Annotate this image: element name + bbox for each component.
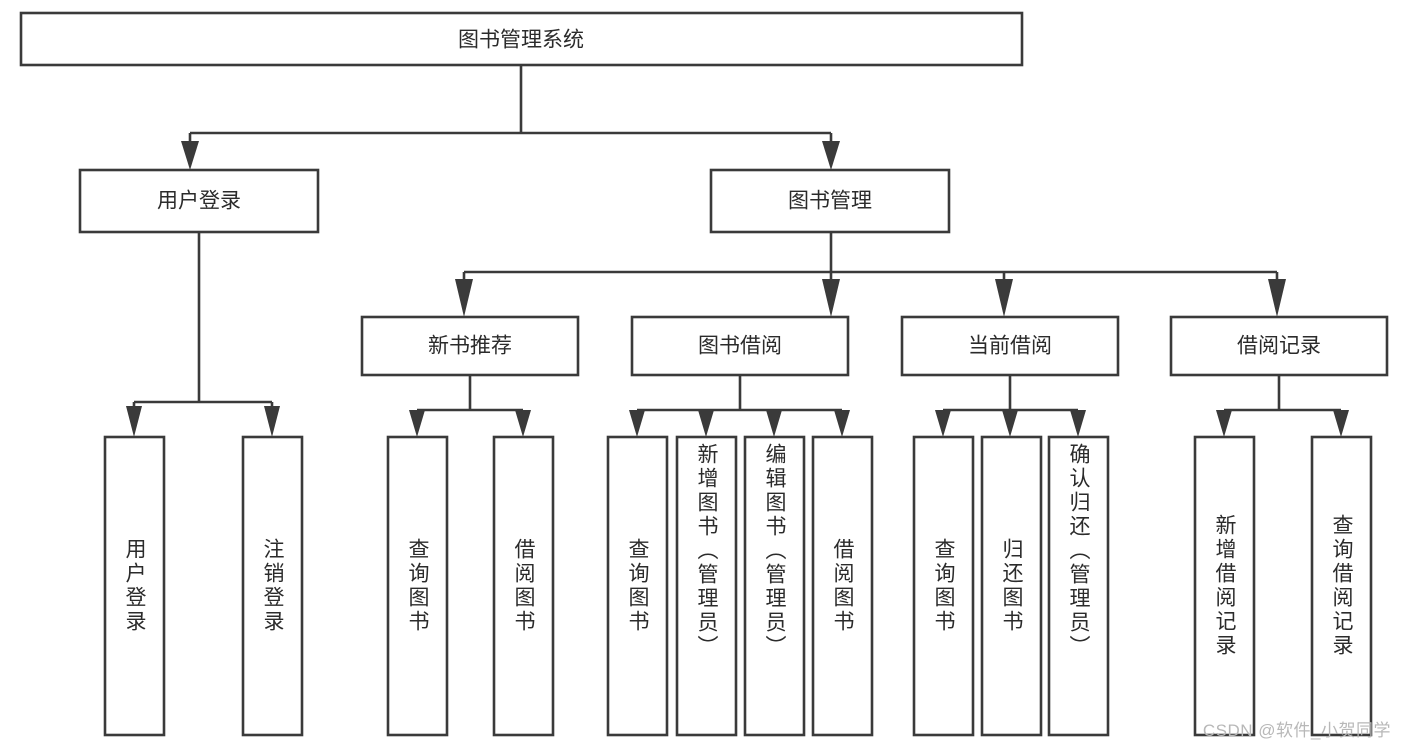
node-label: 当前借阅 [968,335,1052,358]
node-box-shape [19,11,1024,67]
node-box-shape [900,315,1120,377]
arrow-head-icon [822,279,840,317]
arrow-head-icon [515,410,531,437]
node-box-shape [241,435,304,737]
arrow-head-icon [1070,410,1086,437]
connector-bookmgmt-to-level3 [455,232,1286,317]
node-leaf-edit-book[interactable] [743,435,806,737]
arrow-head-icon [766,410,782,437]
arrow-head-icon [995,279,1013,317]
connector-currentborrow-to-leaves [935,375,1086,437]
node-box-shape [386,435,449,737]
node-box-shape [675,435,738,737]
node-book-management[interactable]: 图书管理 [709,168,951,234]
arrow-head-icon [455,279,473,317]
node-box-shape [606,435,669,737]
node-book-borrow[interactable]: 图书借阅 [630,315,850,377]
node-leaf-query-book-1[interactable] [386,435,449,737]
node-label: 新书推荐 [428,335,512,358]
node-new-book-recommend[interactable]: 新书推荐 [360,315,580,377]
node-leaf-query-book-2[interactable] [606,435,669,737]
watermark-text: CSDN @软件_小贺同学 [1202,721,1391,740]
node-box-shape [1193,435,1256,737]
node-leaf-query-record[interactable] [1310,435,1373,737]
node-leaf-return-book[interactable] [980,435,1043,737]
arrow-head-icon [1268,279,1286,317]
node-leaf-borrow-book-1[interactable] [492,435,555,737]
node-leaf-confirm-return[interactable] [1047,435,1110,737]
node-box-shape [912,435,975,737]
arrow-head-icon [834,410,850,437]
arrow-head-icon [629,410,645,437]
connector-bookborrow-to-leaves [629,375,850,437]
node-box-shape [630,315,850,377]
arrow-head-icon [409,410,425,437]
arrow-head-icon [1216,410,1232,437]
node-box-shape [743,435,806,737]
node-box-shape [103,435,166,737]
arrow-head-icon [126,406,142,437]
connector-root-to-level2 [181,65,840,170]
arrow-head-icon [698,410,714,437]
node-leaf-query-book-3[interactable] [912,435,975,737]
node-root-system[interactable]: 图书管理系统 [19,11,1024,67]
node-user-login[interactable]: 用户登录 [78,168,320,234]
arrow-head-icon [264,406,280,437]
node-box-shape [811,435,874,737]
node-label: 图书管理系统 [458,29,584,52]
node-leaf-user-login[interactable] [103,435,166,737]
node-leaf-user-logout[interactable] [241,435,304,737]
node-leaf-borrow-book-2[interactable] [811,435,874,737]
node-label: 图书借阅 [698,335,782,358]
node-box-shape [78,168,320,234]
connector-borrowrecord-to-leaves [1216,375,1349,437]
node-box-shape [360,315,580,377]
arrow-head-icon [181,141,199,170]
connector-newbook-to-leaves [409,375,531,437]
node-box-shape [1047,435,1110,737]
node-label: 借阅记录 [1237,335,1321,358]
node-leaf-add-book[interactable] [675,435,738,737]
arrow-head-icon [822,141,840,170]
node-box-shape [709,168,951,234]
node-box-shape [492,435,555,737]
node-borrow-record[interactable]: 借阅记录 [1169,315,1389,377]
arrow-head-icon [935,410,951,437]
node-label: 用户登录 [157,190,241,213]
node-label: 图书管理 [788,190,872,213]
node-box-shape [1310,435,1373,737]
node-current-borrow[interactable]: 当前借阅 [900,315,1120,377]
arrow-head-icon [1002,410,1018,437]
connector-userlogin-to-leaves [126,232,280,437]
node-leaf-add-record[interactable] [1193,435,1256,737]
node-box-shape [1169,315,1389,377]
arrow-head-icon [1333,410,1349,437]
node-box-shape [980,435,1043,737]
